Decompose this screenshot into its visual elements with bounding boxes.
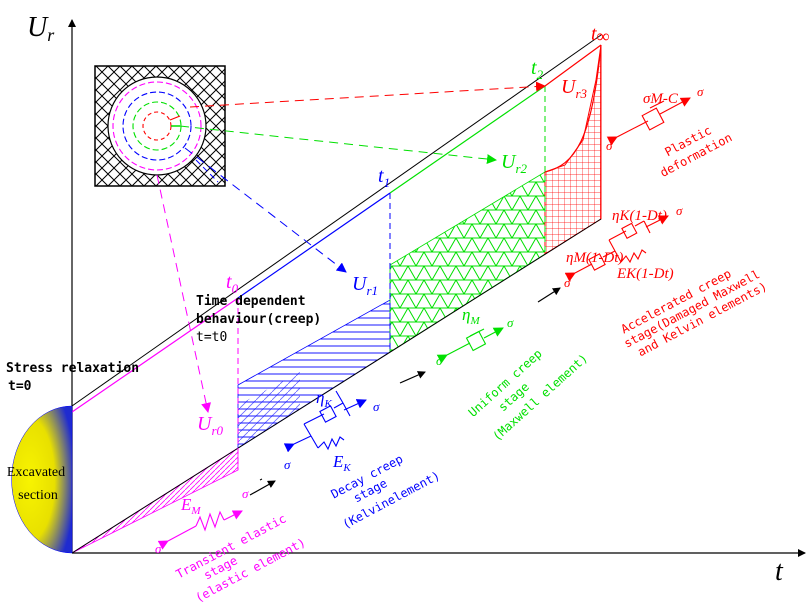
plastic-sigma-mc-label: σM-C: [643, 91, 679, 107]
flow-arrow-4: [537, 287, 561, 303]
maxwell-element: [436, 327, 504, 364]
uniform-region: [389, 171, 546, 353]
kelvin-element: [283, 390, 367, 453]
uniform-stage-text: Uniform creep stage (Maxwell element): [466, 346, 591, 443]
elastic-sigma-left: σ: [155, 541, 162, 556]
accel-EK-label: EK(1-Dt): [616, 266, 674, 282]
ur1-label: Ur1: [352, 273, 378, 298]
flow-arrow-2: [259, 478, 263, 481]
blue-line: [237, 192, 391, 299]
time-dependent-label-2: behaviour(creep): [196, 312, 321, 327]
time-dependent-label-1: Time dependent: [196, 294, 306, 309]
decay-sigma-left: σ: [284, 457, 291, 472]
plastic-sigma-left: σ: [606, 138, 613, 153]
leader-green: [179, 125, 497, 165]
accel-sigma-right: σ: [676, 203, 683, 218]
ur0-label: Ur0: [197, 413, 224, 438]
elastic-E-label: EM: [180, 495, 201, 517]
tunnel-inset: [94, 65, 226, 187]
ur3-label: Ur3: [561, 76, 588, 101]
x-axis-label: t: [775, 556, 784, 587]
accel-etaK-label: ηK(1-Dt): [612, 208, 667, 224]
accel-sigma-left: σ: [564, 275, 571, 290]
plastic-sigma-right: σ: [697, 84, 704, 99]
flow-arrow-1: [249, 480, 276, 496]
leader-magenta-2: [195, 159, 219, 183]
leader-blue: [184, 147, 347, 273]
elastic-baseline: [71, 218, 602, 554]
uniform-sigma-left: σ: [436, 353, 443, 368]
elastic-spring-element: [157, 510, 243, 550]
accel-etaM-label: ηM(1-Dt): [566, 250, 623, 266]
stress-relaxation-time: t=0: [8, 379, 32, 394]
decay-sigma-right: σ: [373, 399, 380, 414]
red-line: [544, 44, 602, 87]
section-label-1: Excavated: [7, 465, 65, 480]
damaged-burgers-element: [564, 215, 669, 282]
green-line: [389, 85, 546, 194]
decay-eta-label: ηK: [316, 388, 332, 410]
elastic-stage-text: Transient elastic stage (elastic element…: [174, 511, 308, 605]
ur2-label: Ur2: [501, 151, 528, 176]
stress-relaxation-label: Stress relaxation: [6, 361, 139, 376]
t1-label: t1: [378, 165, 390, 190]
decay-E-label: EK: [332, 452, 351, 474]
magenta-line: [71, 297, 239, 413]
uniform-sigma-right: σ: [507, 315, 514, 330]
flow-arrow-3: [399, 371, 426, 384]
section-label-2: section: [18, 488, 58, 503]
t2-label: t2: [531, 57, 544, 82]
plastic-stage-text: Plastic deformation: [658, 123, 735, 180]
leader-red: [189, 81, 546, 108]
excavated-section: [11, 405, 73, 554]
y-axis-label: Ur: [27, 12, 55, 45]
decay-region-diag: [238, 372, 300, 448]
tinf-label: t∞: [591, 23, 609, 46]
svg-text:Transient elastic: Transient elastic: [174, 511, 289, 581]
plastic-slider-element: [606, 97, 691, 146]
t0-label: t0: [226, 271, 239, 296]
time-dependent-label-3: t=t0: [196, 330, 227, 345]
outer-envelope: [71, 34, 602, 407]
leader-magenta: [156, 174, 211, 413]
elastic-sigma-right: σ: [242, 486, 249, 501]
uniform-eta-label: ηM: [462, 305, 480, 327]
accel-curve: [544, 44, 602, 173]
